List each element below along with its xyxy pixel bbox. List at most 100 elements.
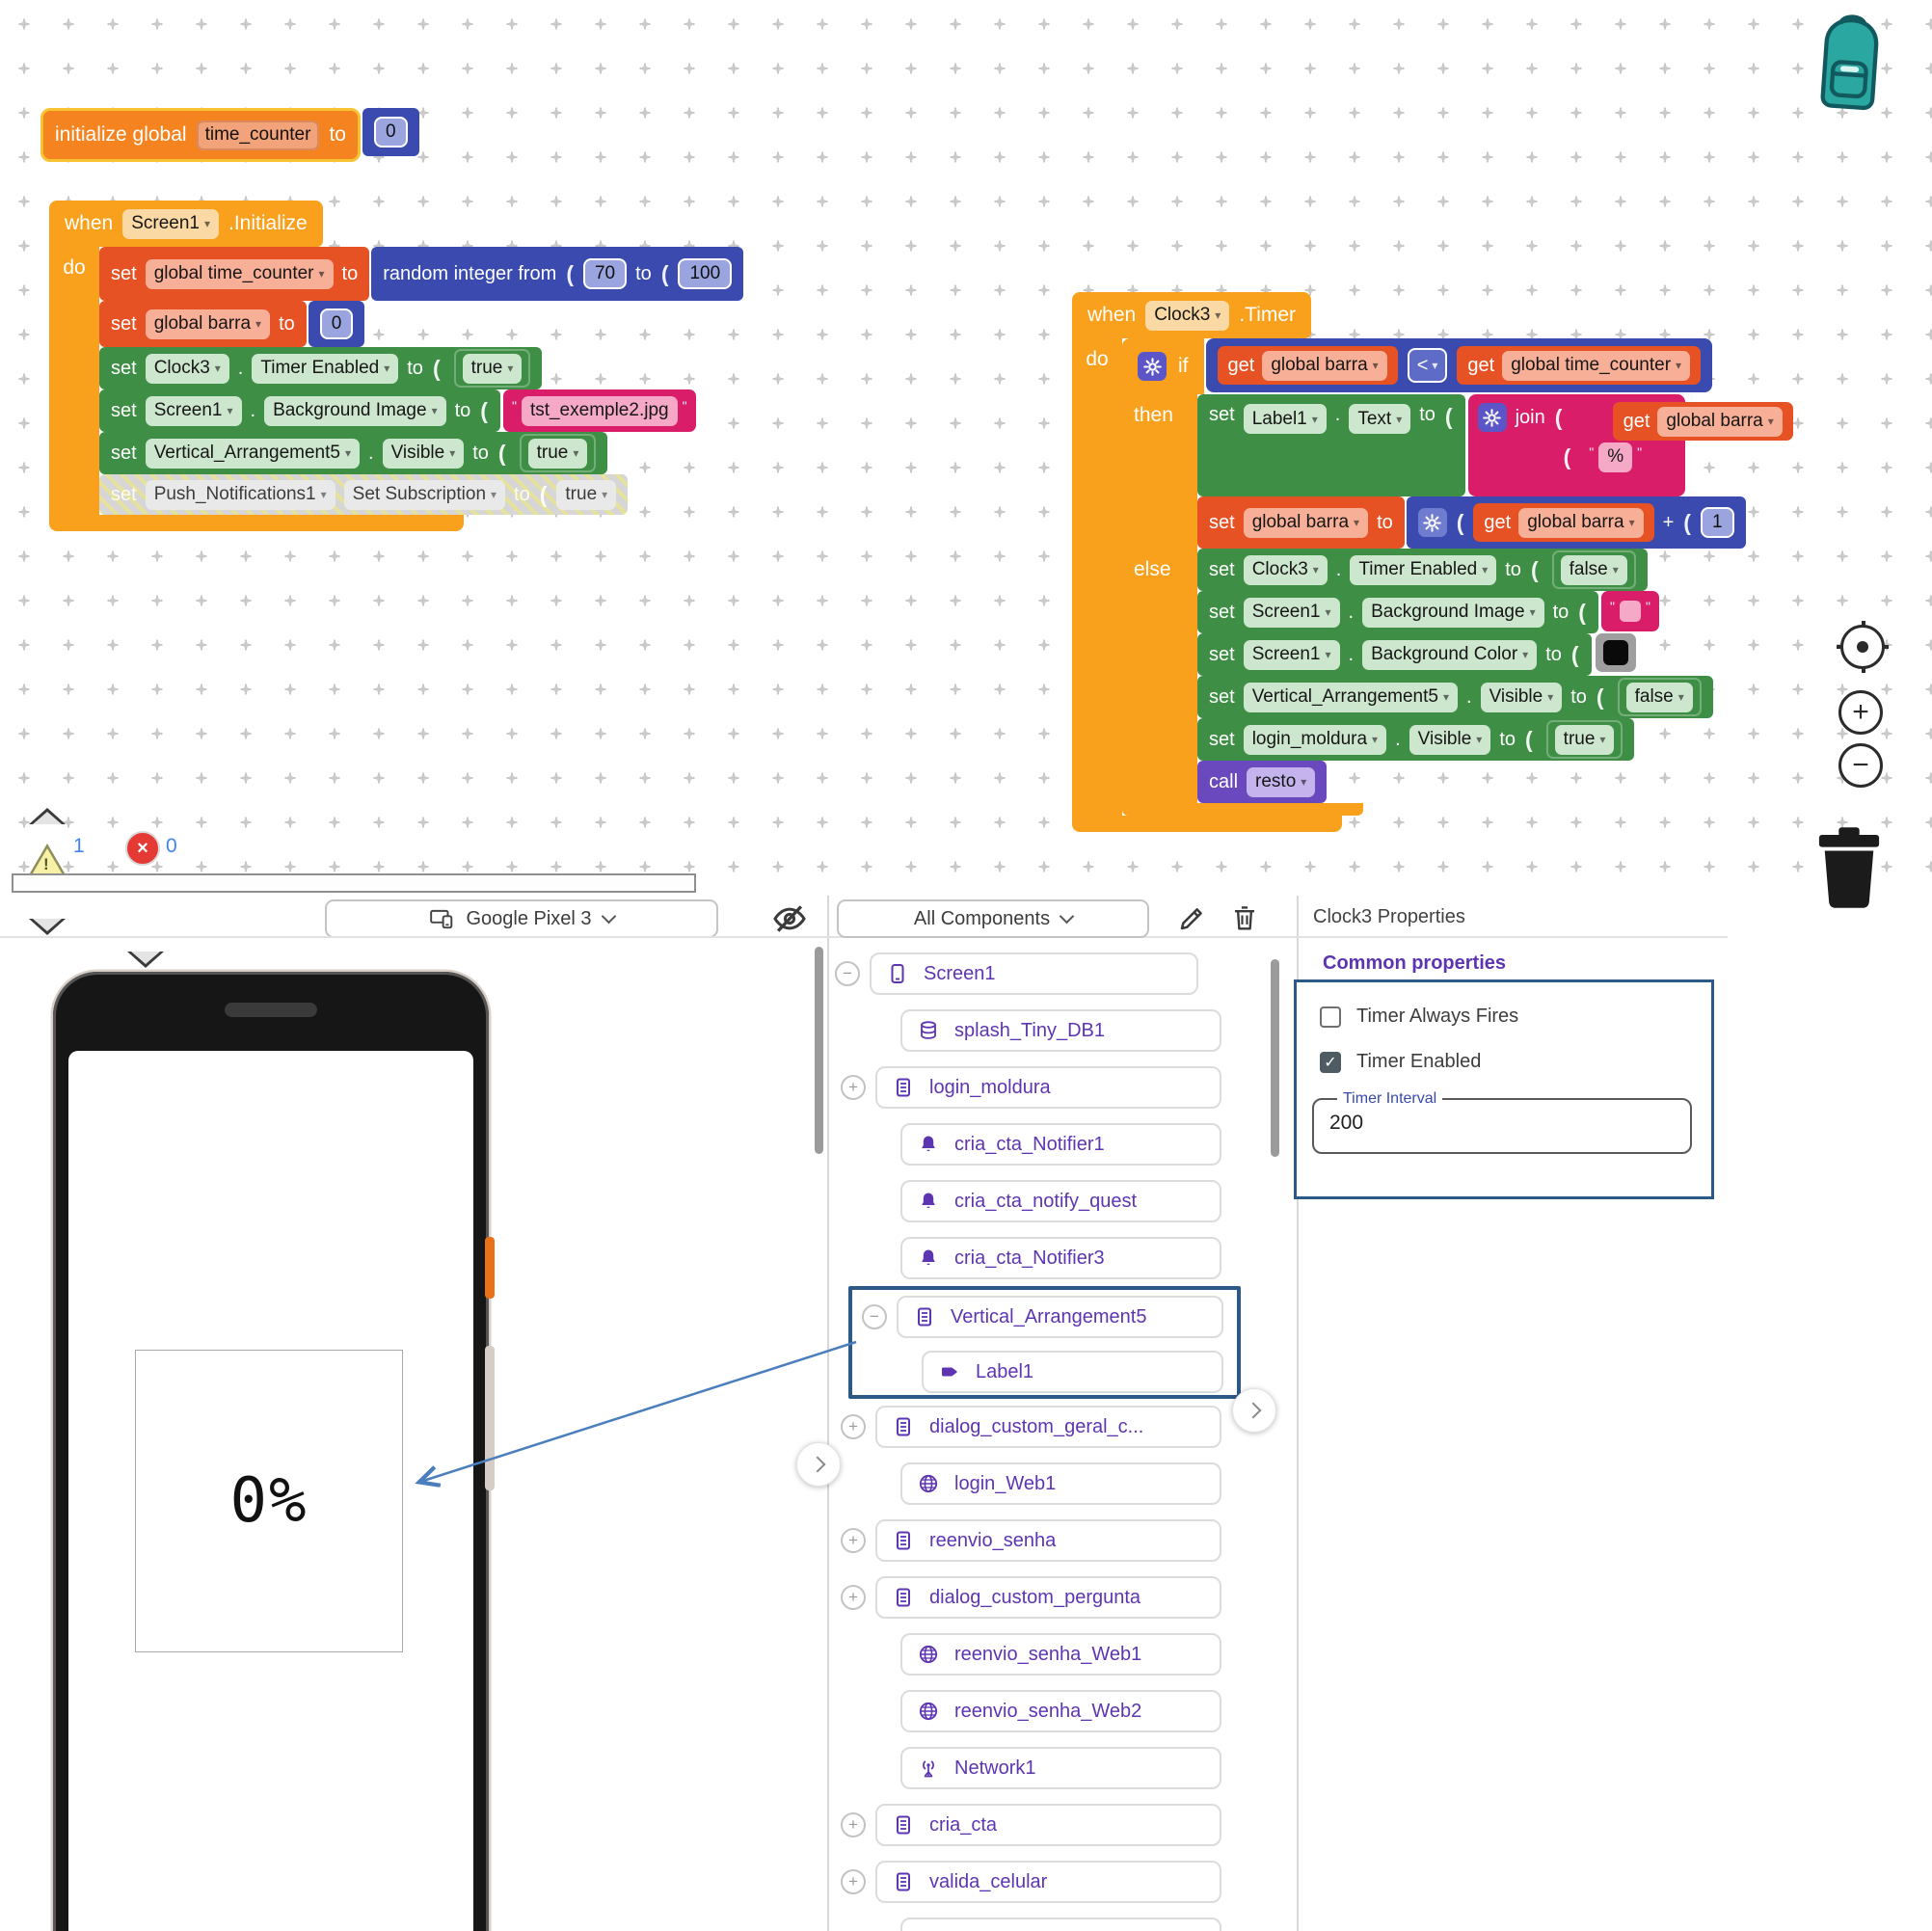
expand-button[interactable]: +: [841, 1528, 866, 1553]
property-dropdown[interactable]: Visible ▾: [1409, 724, 1491, 755]
block-set-bg-image[interactable]: set Screen1 ▾ . Background Image ▾ to: [99, 389, 696, 432]
variable-dropdown[interactable]: global barra ▾: [1243, 507, 1369, 538]
block-when-clock3-timer[interactable]: when Clock3 ▾ .Timer do if: [1072, 292, 1793, 832]
tree-item-login-moldura[interactable]: + login_moldura: [827, 1066, 1297, 1109]
variable-name-pill[interactable]: time_counter: [196, 120, 320, 150]
block-logic-false[interactable]: false ▾: [1617, 678, 1702, 716]
delete-component-icon[interactable]: [1230, 903, 1259, 932]
property-dropdown[interactable]: Visible ▾: [1480, 682, 1563, 712]
timer-always-fires-checkbox[interactable]: [1320, 1006, 1341, 1028]
property-dropdown[interactable]: Background Color ▾: [1362, 639, 1538, 670]
tree-item-label1[interactable]: Label1: [852, 1351, 1237, 1393]
block-comparison[interactable]: get global barra ▾ < ▾: [1205, 338, 1713, 392]
property-dropdown[interactable]: Timer Enabled ▾: [252, 353, 399, 384]
empty-string-field[interactable]: [1619, 601, 1641, 622]
component-dropdown[interactable]: Screen1 ▾: [122, 208, 220, 239]
block-set-bg-color[interactable]: set Screen1 ▾ . Background Color ▾: [1197, 633, 1636, 676]
block-empty-string[interactable]: " ": [1600, 591, 1659, 631]
component-dropdown[interactable]: Clock3 ▾: [1243, 554, 1328, 585]
block-get-barra[interactable]: get global barra ▾: [1612, 402, 1793, 441]
gear-icon[interactable]: [1138, 352, 1167, 381]
block-set-time-counter[interactable]: set global time_counter ▾ to random inte…: [99, 247, 744, 301]
block-color-black[interactable]: [1595, 633, 1636, 672]
block-set-barra[interactable]: set global barra ▾ to 0: [99, 301, 365, 347]
property-dropdown[interactable]: Set Subscription ▾: [343, 479, 506, 510]
blocks-horizontal-scrollbar[interactable]: [12, 873, 696, 893]
component-dropdown[interactable]: Screen1 ▾: [145, 395, 242, 426]
tree-scrollbar[interactable]: [1271, 959, 1279, 1157]
component-dropdown[interactable]: Screen1 ▾: [1243, 639, 1340, 670]
component-dropdown[interactable]: Push_Notifications1 ▾: [145, 479, 335, 510]
block-get-barra[interactable]: get global barra ▾: [1217, 346, 1398, 385]
logic-dropdown[interactable]: true ▾: [556, 479, 617, 510]
blocks-canvas[interactable]: initialize global time_counter to 0 when…: [0, 0, 1932, 968]
event-header[interactable]: when Screen1 ▾ .Initialize: [49, 201, 323, 247]
tree-item-reenvio-senha-web1[interactable]: reenvio_senha_Web1: [827, 1633, 1297, 1676]
expand-button[interactable]: +: [841, 1414, 866, 1439]
logic-dropdown[interactable]: true ▾: [1554, 724, 1615, 755]
variable-dropdown[interactable]: global barra ▾: [1657, 406, 1783, 437]
property-dropdown[interactable]: Visible ▾: [382, 438, 465, 469]
tree-item-cria-cta-notifier1[interactable]: cria_cta_Notifier1: [827, 1123, 1297, 1166]
viewer-scrollbar[interactable]: [815, 947, 823, 1154]
variable-dropdown[interactable]: global barra ▾: [1518, 507, 1644, 538]
block-get-time-counter[interactable]: get global time_counter ▾: [1457, 346, 1702, 385]
component-dropdown[interactable]: Clock3 ▾: [145, 353, 229, 384]
number-value[interactable]: 0: [319, 308, 354, 339]
collapse-button[interactable]: −: [862, 1304, 887, 1329]
label1-preview[interactable]: 0%: [229, 1465, 309, 1537]
color-swatch[interactable]: [1602, 640, 1628, 665]
property-dropdown[interactable]: Background Image ▾: [1362, 597, 1544, 628]
tree-item-login-web1[interactable]: login_Web1: [827, 1462, 1297, 1505]
error-icon[interactable]: ×: [125, 831, 160, 866]
prev-warning-button[interactable]: [29, 808, 66, 824]
property-dropdown[interactable]: Timer Enabled ▾: [1350, 554, 1497, 585]
tree-item-vertical-arrangement5[interactable]: − Vertical_Arrangement5: [852, 1296, 1237, 1338]
warning-icon[interactable]: !: [27, 844, 67, 878]
tree-expand-button[interactable]: [1232, 1388, 1276, 1433]
block-number[interactable]: 0: [308, 301, 365, 347]
component-dropdown[interactable]: Vertical_Arrangement5 ▾: [1243, 682, 1458, 712]
variable-dropdown[interactable]: global time_counter ▾: [1502, 350, 1691, 381]
block-logic-false[interactable]: false ▾: [1551, 550, 1636, 589]
block-when-screen1-initialize[interactable]: when Screen1 ▾ .Initialize do set: [49, 201, 744, 531]
property-dropdown[interactable]: Text ▾: [1349, 404, 1411, 434]
expand-button[interactable]: +: [841, 1585, 866, 1610]
tree-item-valida-celular[interactable]: + valida_celular: [827, 1861, 1297, 1903]
edit-component-icon[interactable]: [1176, 903, 1207, 934]
block-random-integer[interactable]: random integer from ( 70 to ( 100: [371, 247, 744, 301]
trash-can-icon[interactable]: [1816, 827, 1882, 908]
zoom-out-button[interactable]: −: [1838, 743, 1883, 788]
number-value[interactable]: 0: [373, 117, 408, 148]
string-value[interactable]: %: [1598, 442, 1633, 472]
block-text-string[interactable]: " % ": [1580, 439, 1651, 475]
next-error-button[interactable]: [127, 952, 164, 968]
components-filter-dropdown[interactable]: All Components: [837, 899, 1149, 938]
timer-interval-field[interactable]: Timer Interval 200: [1312, 1090, 1692, 1154]
procedure-dropdown[interactable]: resto ▾: [1247, 766, 1316, 797]
block-set-clock3-disabled[interactable]: set Clock3 ▾ . Timer Enabled ▾: [1197, 549, 1648, 591]
operator-dropdown[interactable]: < ▾: [1407, 348, 1448, 383]
component-dropdown[interactable]: login_moldura ▾: [1243, 724, 1387, 755]
block-set-label1-text[interactable]: set Label1 ▾ . Text ▾: [1197, 394, 1793, 496]
tree-item-cria-cta-notify-quest[interactable]: cria_cta_notify_quest: [827, 1180, 1297, 1222]
gear-icon[interactable]: [1477, 403, 1507, 432]
block-set-login-visible[interactable]: set login_moldura ▾ . Visible ▾: [1197, 718, 1635, 761]
if-header[interactable]: if: [1122, 338, 1204, 394]
block-init-global[interactable]: initialize global time_counter to 0: [40, 108, 419, 162]
component-dropdown[interactable]: Screen1 ▾: [1243, 597, 1340, 628]
block-math-add[interactable]: ( get global barra ▾ +: [1406, 496, 1746, 549]
number-value[interactable]: 70: [582, 258, 628, 289]
string-value[interactable]: tst_exemple2.jpg: [521, 395, 678, 426]
expand-button[interactable]: +: [841, 1869, 866, 1894]
tree-item-splash-tinydb[interactable]: splash_Tiny_DB1: [827, 1009, 1297, 1052]
tree-item-network1[interactable]: Network1: [827, 1747, 1297, 1789]
expand-button[interactable]: +: [841, 1075, 866, 1100]
block-set-va-visible[interactable]: set Vertical_Arrangement5 ▾ . Visible ▾ …: [99, 432, 608, 474]
timer-enabled-checkbox[interactable]: ✓: [1320, 1051, 1341, 1073]
number-value[interactable]: 1: [1700, 507, 1734, 538]
logic-dropdown[interactable]: true ▾: [527, 438, 588, 469]
timer-interval-input[interactable]: 200: [1329, 1112, 1364, 1134]
next-warning-button[interactable]: [29, 919, 66, 935]
tree-item-reenvio-senha[interactable]: + reenvio_senha: [827, 1519, 1297, 1562]
